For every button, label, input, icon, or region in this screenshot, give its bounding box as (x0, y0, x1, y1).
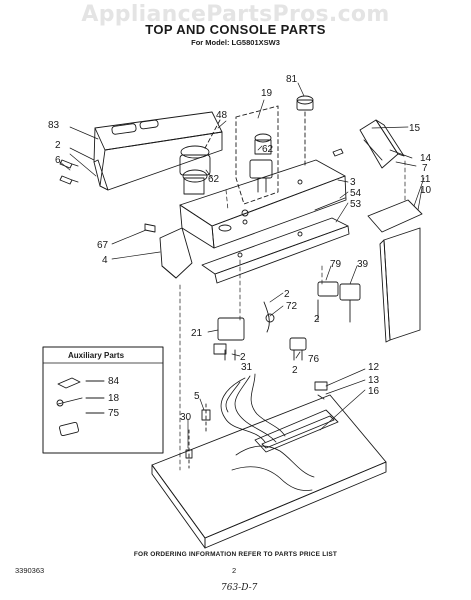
auxiliary-parts-box (42, 346, 164, 454)
callout-10: 10 (420, 185, 432, 196)
callout-62b: 62 (208, 174, 220, 185)
ordering-info-footer: FOR ORDERING INFORMATION REFER TO PARTS … (133, 551, 338, 558)
callout-67: 67 (97, 240, 109, 251)
console-backsplash-part (179, 159, 347, 249)
auxiliary-parts-labels: Auxiliary Parts 84 18 75 (68, 351, 125, 419)
callout-7: 7 (422, 163, 428, 174)
callout-81: 81 (286, 74, 298, 85)
callout-4: 4 (102, 255, 108, 266)
timer-part (179, 119, 221, 195)
callout-6: 6 (55, 155, 61, 166)
callout-leader-lines (59, 82, 425, 449)
switch-part (249, 133, 273, 193)
callout-13: 13 (368, 375, 380, 386)
callout-21: 21 (191, 328, 203, 339)
callout-16: 16 (368, 386, 380, 397)
aux-item-75: 75 (108, 408, 120, 419)
callout-2d: 2 (240, 352, 246, 363)
console-channel-part (201, 217, 350, 284)
callout-14: 14 (420, 153, 432, 164)
console-right-panel-part (367, 199, 423, 343)
callout-79: 79 (330, 259, 342, 270)
ground-screw-part (185, 403, 211, 469)
callout-labels: 83 2 6 48 19 62 62 81 15 14 7 3 54 53 11… (48, 74, 432, 423)
callout-53: 53 (350, 199, 362, 210)
knob-part (296, 95, 314, 169)
callout-3: 3 (350, 177, 356, 188)
callout-39: 39 (357, 259, 369, 270)
callout-19: 19 (261, 88, 273, 99)
aux-item-84: 84 (108, 376, 120, 387)
watermark: AppliancePartsPros.com (81, 2, 390, 27)
clip-part (314, 381, 328, 400)
auxiliary-parts-title: Auxiliary Parts (68, 351, 125, 360)
callout-83: 83 (48, 120, 60, 131)
callout-72: 72 (286, 301, 298, 312)
console-endcap-part (144, 223, 193, 279)
callout-2c: 2 (314, 314, 320, 325)
wiring-harness-part (220, 373, 315, 491)
callout-15: 15 (409, 123, 421, 134)
callout-2e: 2 (292, 365, 298, 376)
callout-2b: 2 (284, 289, 290, 300)
callout-2a: 2 (55, 140, 61, 151)
assembly-guide-lines (179, 159, 406, 471)
callout-31: 31 (241, 362, 253, 373)
switch-group-outline (235, 105, 279, 205)
callout-54: 54 (350, 188, 362, 199)
screw-part (59, 159, 79, 185)
rear-trim-panel-part (93, 111, 223, 191)
model-subtitle: For Model: LG5801XSW3 (191, 38, 280, 47)
callout-12: 12 (368, 362, 380, 373)
relay-part (289, 337, 307, 361)
aux-item-18: 18 (108, 393, 120, 404)
callout-5: 5 (194, 391, 200, 402)
page-number: 2 (232, 566, 237, 575)
document-number: 3390363 (15, 566, 45, 575)
callout-48: 48 (216, 110, 228, 121)
dryer-top-panel-part (151, 394, 387, 549)
callout-11: 11 (420, 174, 431, 185)
selector-switch-part (317, 281, 361, 323)
callout-62a: 62 (262, 144, 274, 155)
handwritten-note: 763-D-7 (221, 583, 258, 593)
console-endcap-right-part (332, 119, 405, 169)
callout-76: 76 (308, 354, 320, 365)
callout-30: 30 (180, 412, 192, 423)
page-title: TOP AND CONSOLE PARTS (145, 22, 326, 37)
